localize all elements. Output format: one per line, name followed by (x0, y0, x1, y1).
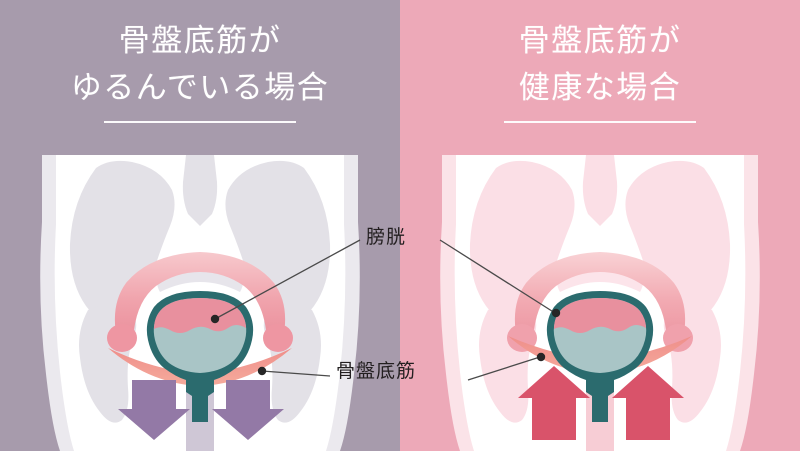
panel-weakened-pelvic-floor: 骨盤底筋が ゆるんでいる場合 (0, 0, 400, 451)
panel-healthy-pelvic-floor: 骨盤底筋が 健康な場合 (400, 0, 800, 451)
ovary-right-L (263, 324, 293, 352)
bladder-upper-fill-right (554, 298, 646, 333)
callout-label-bladder: 膀胱 (366, 226, 407, 248)
callout-label-pelvic-floor-muscle: 骨盤底筋 (336, 360, 417, 382)
ovary-left-L (107, 324, 137, 352)
urethra-left (192, 376, 208, 422)
anatomy-illustration-right (440, 155, 760, 451)
bladder-right (546, 291, 654, 422)
anatomy-illustration-left (40, 155, 360, 451)
urethra-right (592, 376, 608, 422)
